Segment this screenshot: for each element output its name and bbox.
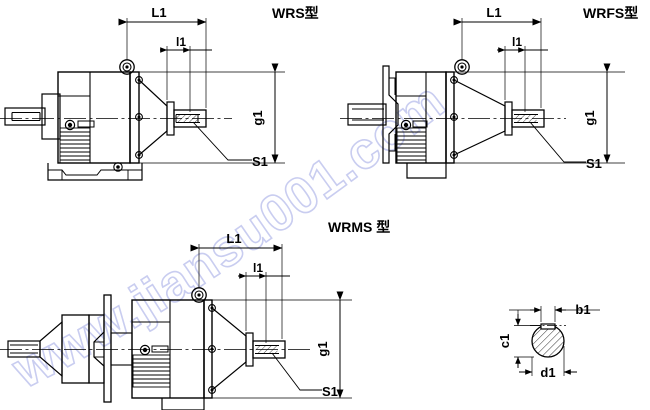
view-wrs <box>0 18 285 181</box>
view-wrms <box>0 244 352 410</box>
wrs-input-boss <box>41 93 61 140</box>
wrms-leader-S1 <box>271 352 322 391</box>
wrms-extension-lines <box>198 244 352 399</box>
label-wrs-g1: g1 <box>250 110 265 125</box>
wrs-cooling-fins <box>59 127 91 164</box>
wrfs-base <box>406 163 447 179</box>
wrms-base <box>161 398 205 410</box>
view-wrfs <box>340 18 625 179</box>
label-wrms-L1: L1 <box>226 231 241 246</box>
wrms-flange-bolts <box>208 304 216 394</box>
wrs-extension-lines <box>126 18 285 164</box>
label-wrms-l1: l1 <box>253 261 263 275</box>
wrms-cooling-fins <box>132 354 171 388</box>
wrfs-extension-lines <box>454 18 625 164</box>
label-wrfs-S1: S1 <box>586 156 602 171</box>
label-detail-c1: c1 <box>497 334 512 348</box>
wrfs-leader-S1 <box>529 121 586 163</box>
title-wrfs: WRFS型 <box>583 5 638 21</box>
wrs-leader-S1 <box>192 121 252 161</box>
detail-shaft-cross-section <box>509 306 600 376</box>
shaft-keyway <box>540 323 556 330</box>
wrfs-cooling-fins <box>396 127 427 164</box>
wrs-breather-plug <box>64 119 95 131</box>
wrs-input-shaft <box>4 107 46 126</box>
label-wrs-l1: l1 <box>176 35 186 49</box>
label-wrs-S1: S1 <box>252 154 268 169</box>
wrs-base <box>47 162 143 181</box>
wrfs-flange-bolts <box>450 76 458 159</box>
wrfs-breather-plug <box>400 119 428 131</box>
label-wrfs-g1: g1 <box>582 110 597 125</box>
title-wrs: WRS型 <box>272 5 319 21</box>
label-wrs-L1: L1 <box>151 5 166 20</box>
label-detail-d1: d1 <box>540 365 555 380</box>
wrfs-input-shaft <box>347 103 387 126</box>
wrms-breather-plug <box>139 344 169 356</box>
label-wrms-S1: S1 <box>322 384 338 399</box>
label-wrfs-L1: L1 <box>486 5 501 20</box>
title-wrms: WRMS 型 <box>328 219 390 235</box>
label-detail-b1: b1 <box>575 302 590 317</box>
wrs-flange-bolts <box>135 76 143 159</box>
wrfs-mount-flange <box>382 65 399 164</box>
label-wrfs-l1: l1 <box>512 35 522 49</box>
label-wrms-g1: g1 <box>315 341 330 356</box>
